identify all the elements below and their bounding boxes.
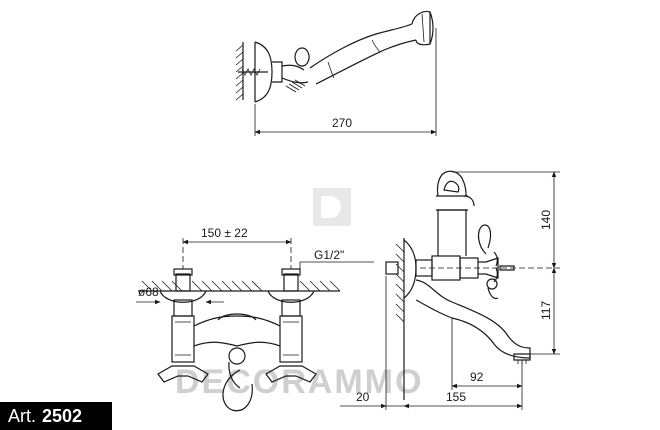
- dim-label-140: 140: [539, 210, 553, 230]
- watermark-logo: [313, 188, 351, 226]
- thread-label: G1/2": [314, 248, 344, 262]
- mixer-front-view: [138, 238, 341, 412]
- article-prefix: Art.: [8, 405, 37, 426]
- dim-label-92: 92: [470, 370, 484, 384]
- article-number: 2502: [42, 405, 83, 426]
- hand-shower-view: [235, 10, 437, 136]
- article-badge: Art. 2502: [0, 402, 112, 430]
- watermark-text: DECORAMMO: [175, 363, 423, 401]
- dim-label-117: 117: [539, 301, 553, 320]
- mixer-side-view: [385, 170, 560, 410]
- dim-label-20: 20: [356, 390, 370, 404]
- dim-label-150: 150 ± 22: [201, 226, 248, 240]
- dim-label-270: 270: [332, 116, 352, 130]
- dim-label-155: 155: [446, 390, 466, 404]
- flange-label: ø68: [138, 285, 159, 299]
